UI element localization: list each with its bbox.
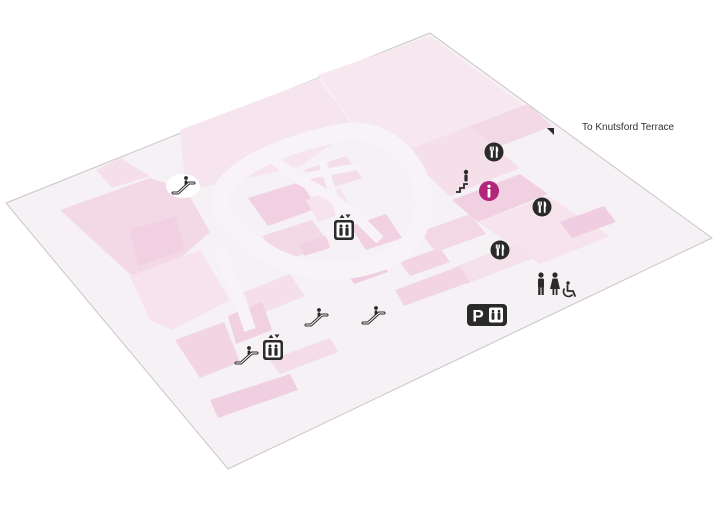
zone-center-a bbox=[248, 182, 318, 226]
information-icon bbox=[479, 181, 499, 201]
zone-east-f bbox=[395, 266, 470, 306]
zone-west-top bbox=[96, 158, 150, 188]
destination-label: To Knutsford Terrace bbox=[582, 122, 675, 133]
atrium-walkway bbox=[211, 122, 433, 332]
zone-east-top bbox=[470, 104, 552, 148]
escalator-icon bbox=[166, 174, 200, 198]
zone-northeast-large bbox=[318, 36, 530, 152]
direction-arrow-icon bbox=[547, 128, 554, 135]
zone-south-long bbox=[210, 374, 298, 418]
zone-south-strip bbox=[270, 338, 338, 374]
restaurant-icon bbox=[490, 240, 510, 260]
zone-southwest-b bbox=[175, 322, 240, 378]
zone-east-e bbox=[452, 242, 534, 284]
zone-core-bar bbox=[300, 236, 330, 256]
stairs-icon bbox=[456, 169, 469, 193]
svg-text:P: P bbox=[472, 307, 483, 326]
zone-southeast bbox=[560, 206, 616, 238]
zone-east-c bbox=[478, 196, 610, 264]
parking-icon: P bbox=[467, 304, 507, 326]
zone-west-small bbox=[130, 216, 184, 266]
restaurant-icon bbox=[484, 142, 504, 162]
zone-east-b bbox=[452, 174, 548, 222]
restaurant-icon bbox=[532, 197, 552, 217]
zone-east-d bbox=[420, 214, 486, 252]
zone-southwest-a bbox=[130, 250, 230, 330]
zone-north-large bbox=[180, 78, 355, 190]
zone-center-f bbox=[400, 248, 450, 276]
